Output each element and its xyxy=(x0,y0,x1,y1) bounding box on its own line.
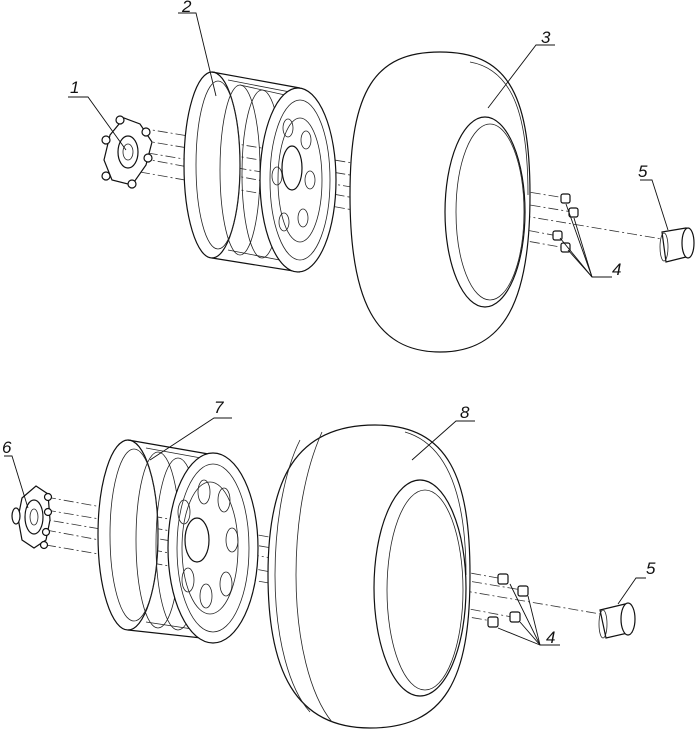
bottom-assembly: 6 7 8 4 5 xyxy=(2,398,656,729)
cap-bottom xyxy=(598,602,636,639)
hub-top xyxy=(101,115,153,189)
tire-bottom xyxy=(267,424,471,729)
callout-cap-bottom: 5 xyxy=(646,559,656,578)
tire-top xyxy=(349,51,531,353)
cap-top xyxy=(659,227,695,263)
callout-rim-top: 2 xyxy=(181,0,192,16)
nuts-bottom xyxy=(487,573,529,628)
callout-nuts-top: 4 xyxy=(612,260,621,279)
callout-hub-bottom: 6 xyxy=(2,438,12,457)
callout-cap-top: 5 xyxy=(638,162,648,181)
callout-tire-bottom: 8 xyxy=(460,403,470,422)
top-leaders xyxy=(68,12,669,278)
bottom-leaders xyxy=(4,417,646,646)
callout-hub-top: 1 xyxy=(70,78,79,97)
rim-bottom xyxy=(97,439,259,644)
callout-tire-top: 3 xyxy=(541,28,551,47)
hub-bottom xyxy=(11,485,53,550)
rim-top xyxy=(183,71,337,273)
callout-rim-bottom: 7 xyxy=(214,398,224,417)
nuts-top xyxy=(552,193,579,253)
callout-nuts-bottom: 4 xyxy=(546,628,555,647)
top-assembly: 1 2 3 4 5 xyxy=(68,0,695,353)
